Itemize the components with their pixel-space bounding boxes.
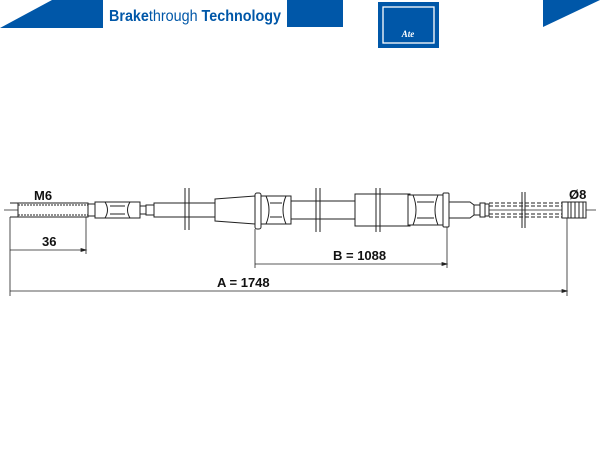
dimension-36-label: 36 <box>42 234 56 249</box>
header-banner-right <box>287 0 343 27</box>
dimension-b-label: B = 1088 <box>333 248 386 263</box>
dimension-a-label: A = 1748 <box>217 275 270 290</box>
svg-text:Ate: Ate <box>401 29 415 39</box>
header-banner-left <box>0 0 103 28</box>
dimension-lines <box>9 217 569 296</box>
thread-label: M6 <box>34 188 52 203</box>
ate-logo: Ate <box>378 2 439 48</box>
brand-tagline: Brakethrough Technology <box>109 8 281 25</box>
diameter-label: Ø8 <box>569 187 586 202</box>
header-corner-triangle <box>543 0 600 27</box>
brake-cable <box>10 188 587 232</box>
